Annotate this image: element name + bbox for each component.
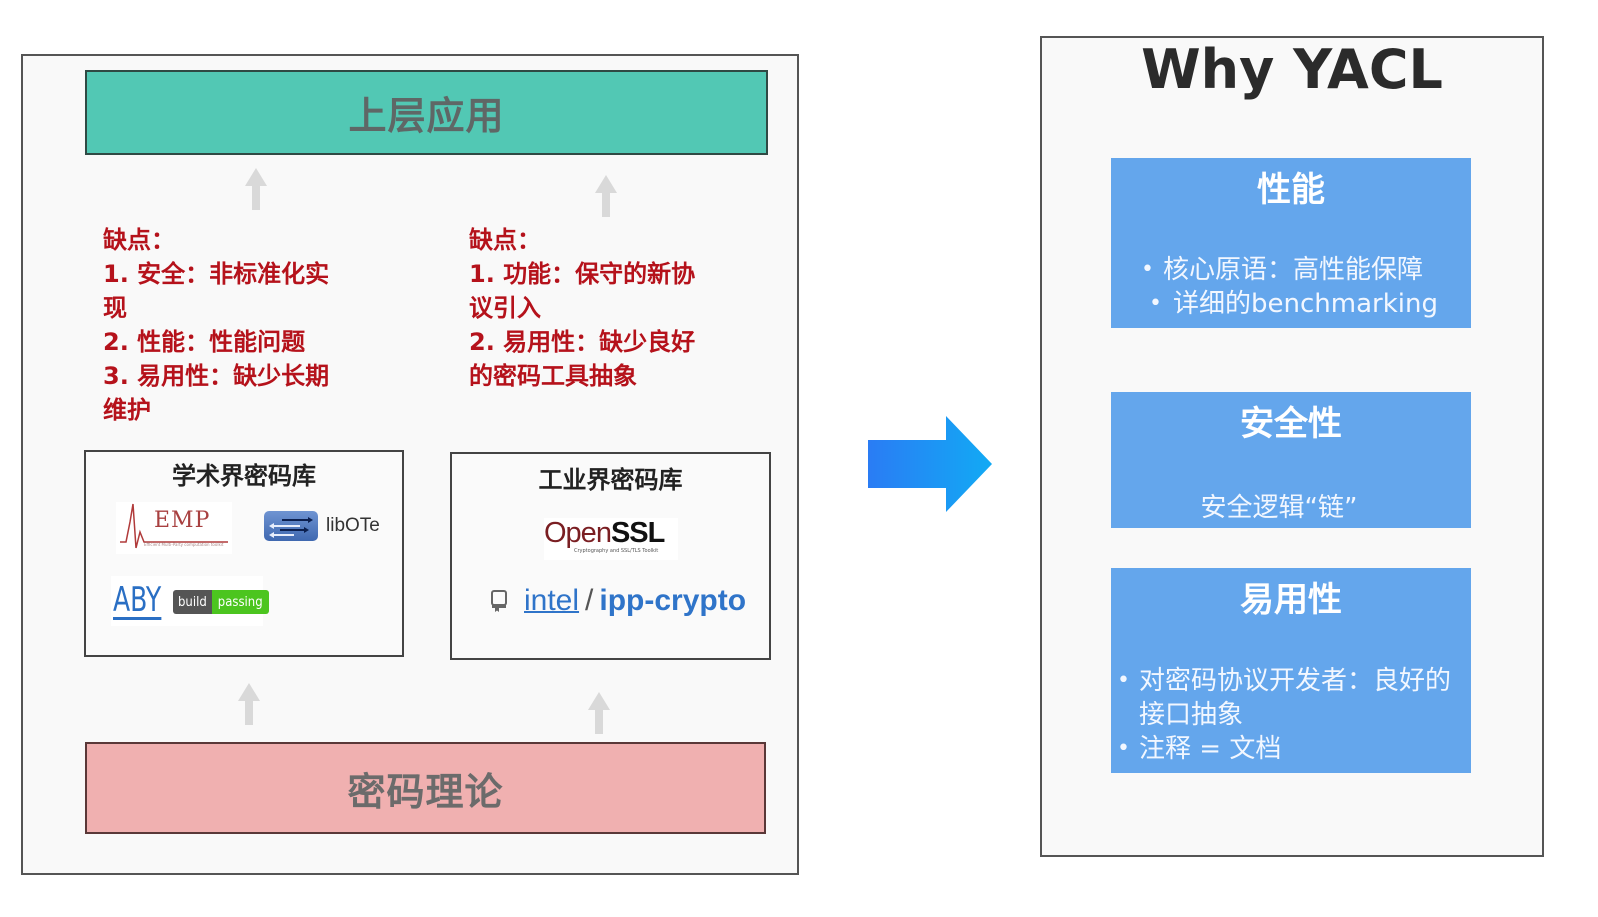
ipp-crypto-repo-link: intel / ipp-crypto xyxy=(490,584,746,618)
repo-name-link[interactable]: ipp-crypto xyxy=(599,584,747,617)
aby-logo-text: ABY xyxy=(113,579,162,620)
right-arrow-icon xyxy=(866,416,994,512)
feature-usability: 易用性 对密码协议开发者：良好的接口抽象 注释 = 文档 xyxy=(1111,568,1471,773)
repo-path-separator: / xyxy=(585,584,594,617)
heartbeat-icon xyxy=(120,503,228,549)
up-arrow-icon xyxy=(245,168,267,210)
feature-title: 安全性 xyxy=(1240,404,1342,444)
feature-bullet-list: 核心原语：高性能保障 详细的benchmarking xyxy=(1127,253,1467,321)
feature-title: 性能 xyxy=(1257,170,1325,210)
openssl-logo-ssl: SSL xyxy=(610,517,665,549)
upper-application-layer: 上层应用 xyxy=(85,70,768,155)
openssl-logo-subtitle: Cryptography and SSL/TLS Toolkit xyxy=(574,548,659,554)
openssl-logo-open: Open xyxy=(544,517,612,549)
libote-logo: libOTe xyxy=(264,510,388,542)
repo-icon xyxy=(491,590,507,612)
build-status-badge: build passing xyxy=(173,590,269,614)
badge-status: passing xyxy=(211,590,269,614)
industry-crypto-libraries-box: 工业界密码库 OpenSSL Cryptography and SSL/TLS … xyxy=(450,452,771,660)
feature-bullet-list: 对密码协议开发者：良好的接口抽象 注释 = 文档 xyxy=(1103,664,1463,766)
crypto-theory-label: 密码理论 xyxy=(347,769,504,814)
feature-security: 安全性 安全逻辑“链” xyxy=(1111,392,1471,528)
up-arrow-icon xyxy=(588,692,610,734)
academic-crypto-libraries-box: 学术界密码库 EMP Efficient Multi-Party computa… xyxy=(84,450,404,657)
up-arrow-icon xyxy=(595,175,617,217)
academic-libraries-title: 学术界密码库 xyxy=(172,462,316,490)
emp-logo-subtitle: Efficient Multi-Party computation toolki… xyxy=(144,542,224,547)
feature-bullet: 注释 = 文档 xyxy=(1103,732,1463,766)
feature-bullet: 核心原语：高性能保障 xyxy=(1127,253,1467,287)
feature-title: 易用性 xyxy=(1240,580,1342,620)
why-yacl-title: Why YACL xyxy=(1141,38,1443,101)
industry-cons-text: 缺点： 1. 功能：保守的新协 议引入 2. 易用性：缺少良好 的密码工具抽象 xyxy=(469,226,696,390)
feature-bullet: 对密码协议开发者：良好的接口抽象 xyxy=(1103,664,1463,732)
feature-bullet: 详细的benchmarking xyxy=(1127,287,1467,321)
transfer-arrows-icon xyxy=(264,511,318,541)
emp-logo: EMP Efficient Multi-Party computation to… xyxy=(116,502,232,554)
feature-performance: 性能 核心原语：高性能保障 详细的benchmarking xyxy=(1111,158,1471,328)
industry-libraries-title: 工业界密码库 xyxy=(538,466,683,494)
crypto-theory-layer: 密码理论 xyxy=(85,742,766,834)
libote-logo-text: libOTe xyxy=(326,515,380,536)
up-arrow-icon xyxy=(238,683,260,725)
upper-application-label: 上层应用 xyxy=(348,94,505,138)
badge-label: build xyxy=(173,590,212,614)
repo-owner-link[interactable]: intel xyxy=(524,584,580,617)
academic-cons-text: 缺点： 1. 安全：非标准化实 现 2. 性能：性能问题 3. 易用性：缺少长期… xyxy=(103,226,330,424)
emp-logo-text: EMP xyxy=(154,508,211,533)
openssl-logo: OpenSSL Cryptography and SSL/TLS Toolkit xyxy=(544,518,678,560)
aby-logo: ABY build passing xyxy=(111,576,269,626)
feature-description: 安全逻辑“链” xyxy=(1200,493,1358,523)
